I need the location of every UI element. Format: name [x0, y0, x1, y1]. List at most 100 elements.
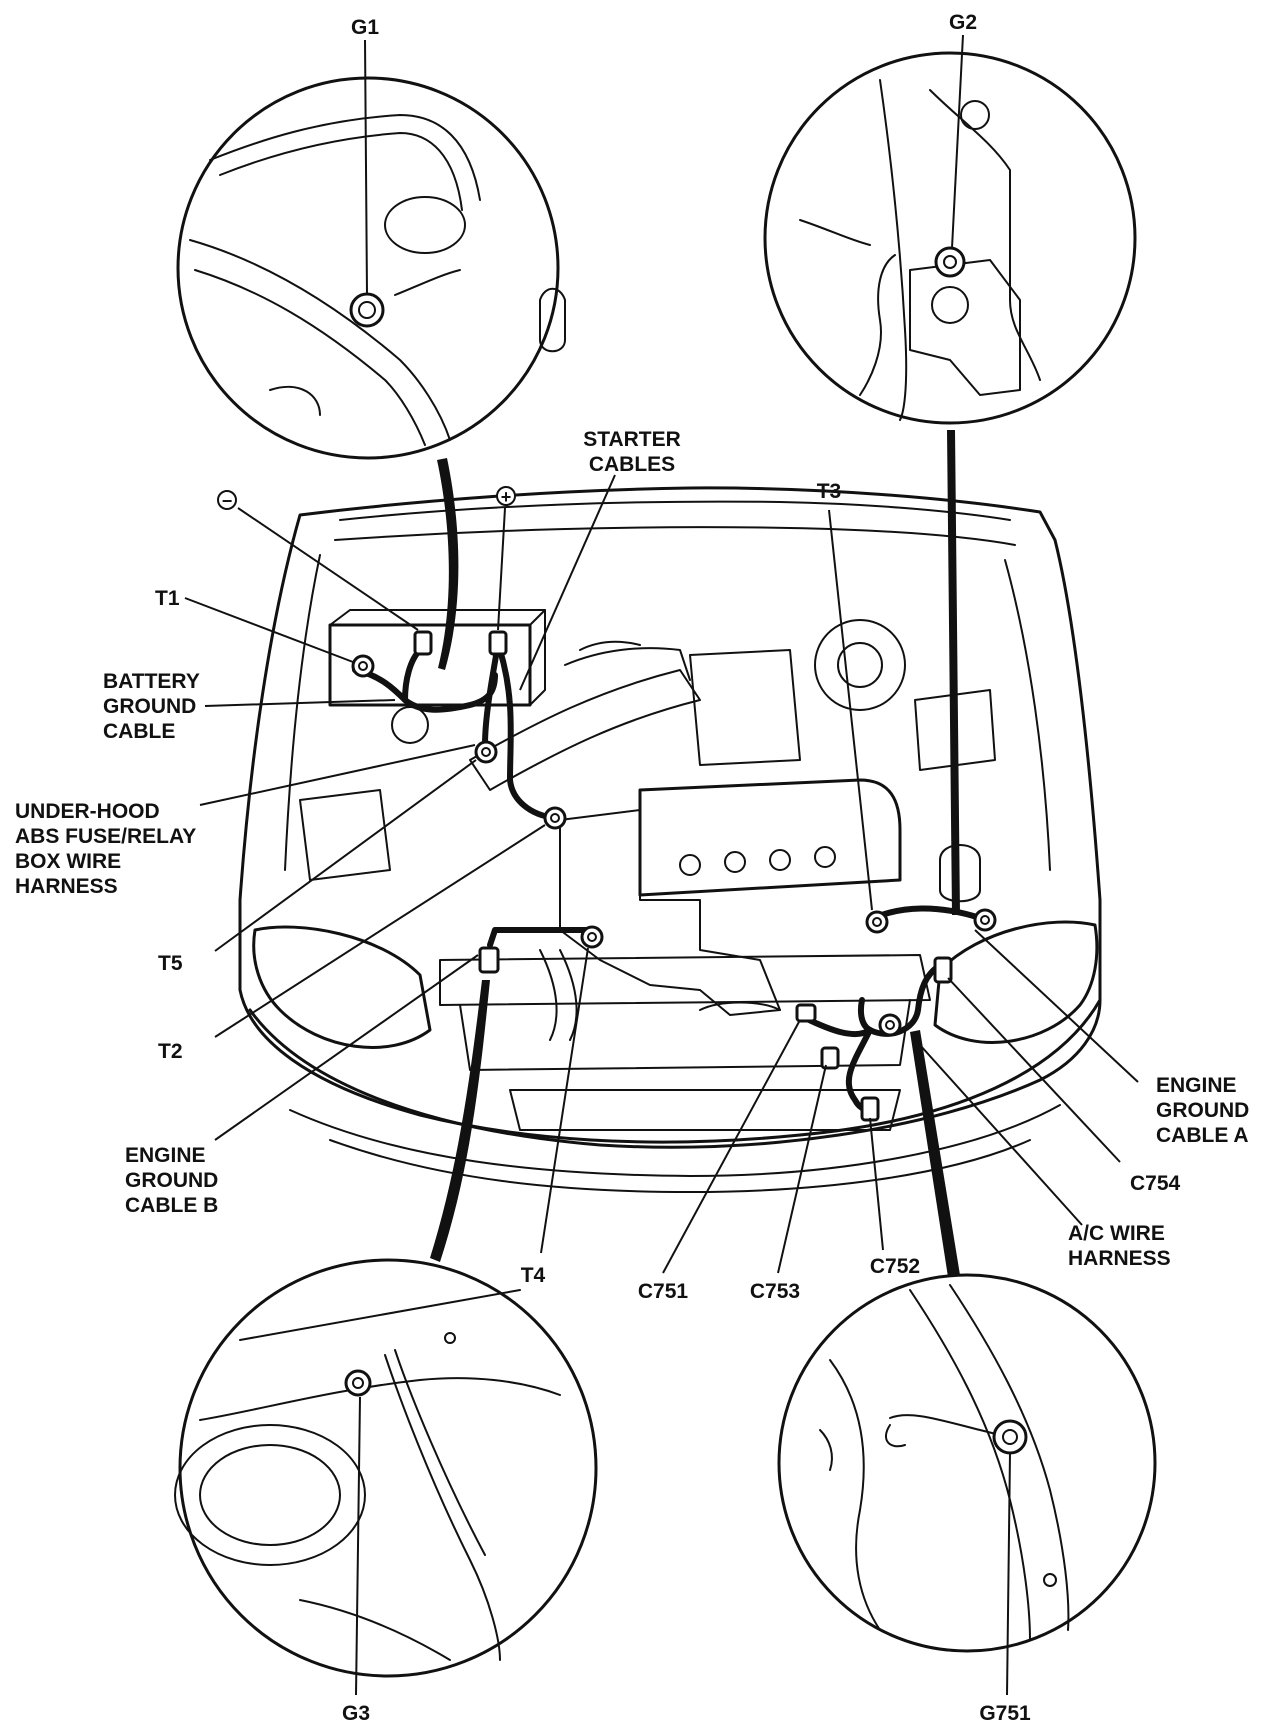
leader-ac-harness [919, 1044, 1083, 1226]
leader-t3 [828, 509, 873, 911]
label-c754: C754 [1130, 1172, 1181, 1195]
detail-g2 [763, 51, 1137, 425]
cowl-line [339, 500, 1011, 521]
label-c751: C751 [638, 1280, 689, 1303]
air-box [689, 649, 801, 766]
battery-ground-cable-2 [402, 647, 423, 703]
leader-positive [497, 507, 506, 631]
band-g751 [910, 1030, 960, 1277]
g751-frame-3 [829, 1359, 881, 1631]
label-t2: T2 [158, 1040, 183, 1063]
hose-2 [699, 1001, 781, 1011]
label-abs-harness-3: BOX WIRE [15, 850, 121, 873]
ac-harness-ground-center [885, 1020, 895, 1030]
engine-ground-a-end-center [980, 915, 990, 925]
radiator-support-2 [459, 999, 911, 1071]
g1-hose-1 [209, 114, 481, 201]
g751-frame-2 [949, 1284, 1070, 1631]
label-t5: T5 [158, 952, 183, 975]
label-g751: G751 [979, 1702, 1031, 1725]
leader-abs-harness [199, 744, 476, 806]
starter-cable-2 [497, 647, 558, 821]
hood-outline [238, 486, 1102, 1144]
g3-wheel-well [174, 1424, 366, 1566]
ac-wire-harness [858, 962, 943, 1037]
coolant-cap [939, 844, 981, 903]
label-engine-ground-b-2: GROUND [125, 1169, 218, 1192]
label-ac-harness-2: HARNESS [1068, 1247, 1171, 1270]
label-battery-ground-3: CABLE [103, 720, 175, 743]
strut-tower-right [814, 619, 906, 711]
negative-symbol [217, 490, 237, 510]
g1-grommet [384, 196, 466, 254]
terminal-t1-center [358, 661, 368, 671]
connector-c752 [860, 1096, 880, 1122]
label-g1: G1 [351, 16, 379, 39]
detail-g751 [777, 1273, 1157, 1653]
leader-negative [237, 507, 419, 631]
engine-bay [299, 609, 996, 1041]
leader-t1 [184, 597, 354, 663]
detail-connectors [430, 430, 960, 1277]
detail-g1 [176, 76, 566, 460]
terminal-t2-center [550, 813, 560, 823]
band-g2 [947, 430, 960, 915]
g1-bracket [269, 385, 321, 416]
g1-hose-2 [219, 132, 463, 211]
reservoir-left [299, 789, 391, 881]
leader-g2 [951, 34, 964, 249]
strut-tower-right-inner [837, 642, 883, 688]
engine-block [559, 809, 781, 1016]
g1-frame-1 [189, 239, 451, 441]
g751-clip [819, 1429, 833, 1471]
g751-frame-1 [909, 1289, 1031, 1641]
label-abs-harness-4: HARNESS [15, 875, 118, 898]
headlight-left [252, 925, 432, 1049]
leader-c753 [777, 1064, 827, 1274]
leader-lines [184, 34, 1139, 1696]
leader-g1 [364, 39, 368, 296]
g3-wheel-well-inner [199, 1444, 341, 1546]
ground-bolt-g3-center [352, 1377, 364, 1389]
air-intake-2 [564, 647, 691, 681]
air-intake [469, 669, 701, 791]
g2-frame-1 [879, 79, 908, 421]
terminal-t3-center [872, 917, 882, 927]
leader-g3 [355, 1396, 361, 1696]
g3-frame-2 [199, 1377, 561, 1421]
positive-symbol [496, 486, 516, 506]
detail-circle-g1 [176, 76, 560, 460]
g751-cable-end [885, 1424, 906, 1448]
g2-hole [931, 286, 969, 324]
label-t3: T3 [817, 480, 842, 503]
spark-plug-4 [814, 846, 836, 868]
g751-cable [889, 1414, 1001, 1436]
band-g1 [437, 458, 459, 670]
component-right [914, 689, 996, 771]
leader-c751 [662, 1019, 801, 1274]
label-engine-ground-a-2: GROUND [1156, 1099, 1249, 1122]
label-t4: T4 [521, 1264, 546, 1287]
g1-frame-2 [194, 269, 426, 446]
starter-cable-1 [482, 647, 500, 748]
battery-top [329, 609, 546, 626]
engine-ground-b-end [478, 946, 500, 974]
front-bumper [248, 998, 1102, 1149]
g3-line [299, 1599, 451, 1661]
label-battery-ground-1: BATTERY [103, 670, 200, 693]
label-engine-ground-a-1: ENGINE [1156, 1074, 1237, 1097]
label-c752: C752 [870, 1255, 920, 1278]
spark-plug-1 [679, 854, 701, 876]
detail-circle-g2 [763, 51, 1137, 425]
negative-sign: − [222, 491, 233, 511]
radiator-support [439, 954, 931, 1006]
leader-battery-ground [204, 699, 396, 707]
label-g2: G2 [949, 11, 977, 34]
leader-t2 [214, 824, 546, 1038]
hose-1 [579, 640, 641, 651]
spark-plug-3 [769, 849, 791, 871]
grille-opening [509, 1089, 901, 1131]
headlight-right [933, 920, 1099, 1044]
band-g3 [430, 980, 490, 1262]
leader-t5 [214, 759, 477, 952]
